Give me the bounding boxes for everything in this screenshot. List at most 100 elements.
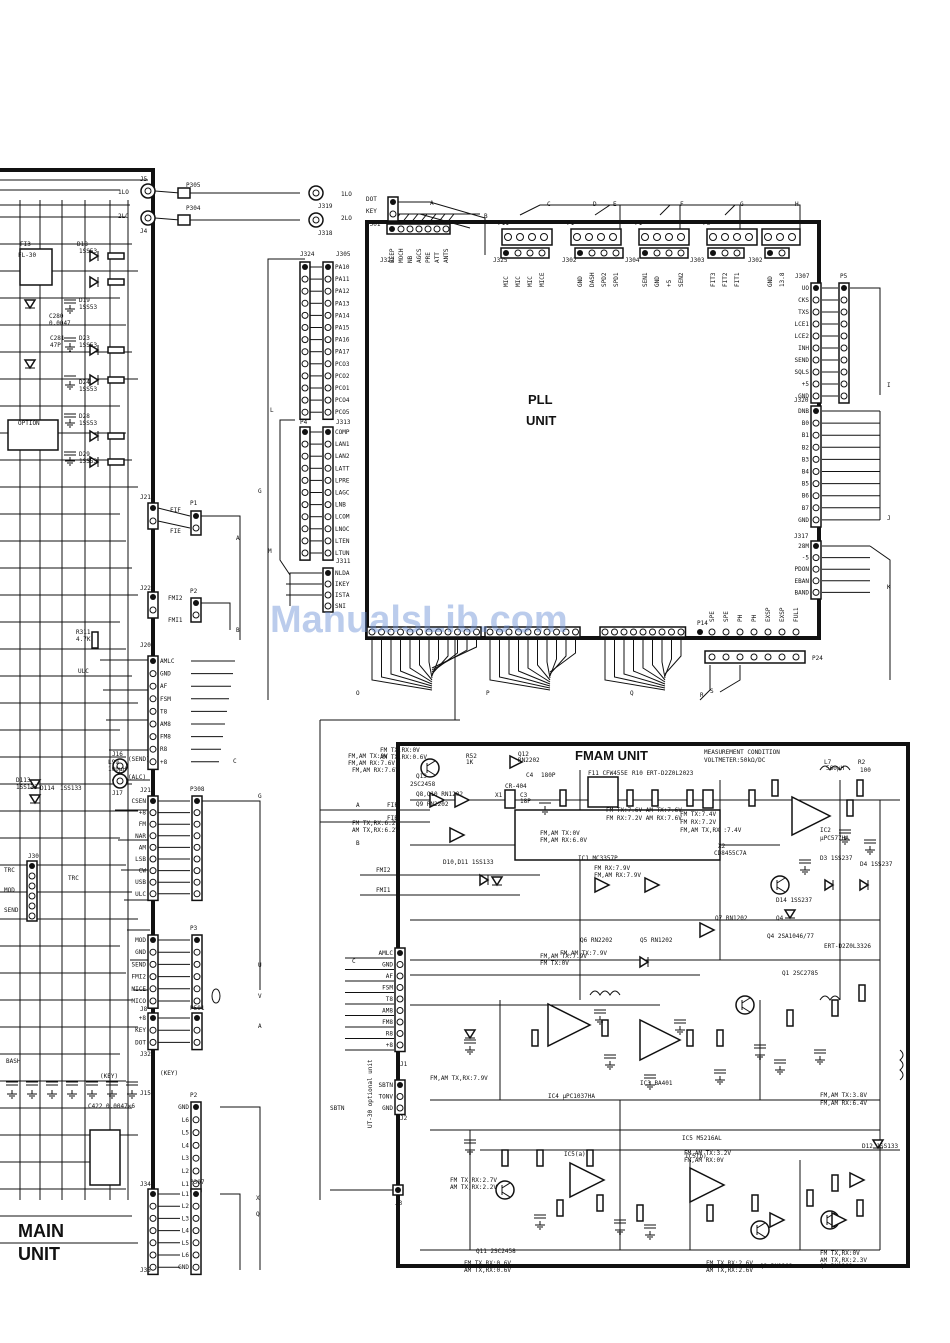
p307-pin-label: L2: [182, 1203, 190, 1210]
j322-pin: [415, 225, 423, 233]
fmam-j2-pin: [396, 1104, 404, 1112]
j313-pin-label: LPRE: [335, 477, 350, 484]
fmam-j1-pin-label: FSM: [382, 985, 393, 992]
signal-label: EXSP: [779, 607, 786, 622]
j501-body: [387, 196, 399, 222]
p3-pin: [193, 948, 201, 956]
j308-pin-label: ULC: [135, 891, 146, 898]
j20-pin: [150, 658, 156, 664]
p307-pin: [193, 1191, 199, 1197]
j305-pin-label: PA17: [335, 349, 350, 356]
j-bot-c-pin: [601, 628, 609, 636]
diode: [463, 1029, 477, 1040]
connector-label: P4: [300, 419, 308, 426]
wire: [776, 886, 786, 893]
wiring: [0, 179, 900, 1270]
j320-pin-label: B2: [802, 444, 810, 451]
signal-label: FMI1: [376, 887, 391, 894]
wire: [426, 769, 436, 776]
p305-plug: [177, 187, 191, 199]
wire: [279, 419, 295, 576]
j-bot-a-pin: [368, 628, 376, 636]
signal-label: SBTN: [330, 1105, 345, 1112]
p1a-pin: [641, 233, 649, 241]
j22-body: [147, 591, 159, 619]
j3main-pin-label: SEND: [132, 961, 147, 968]
j311-pin-label: IKEY: [335, 581, 350, 588]
j-bot-a-pin: [387, 628, 395, 636]
j305-pin-label: PA12: [335, 288, 350, 295]
p5-pin: [840, 380, 848, 388]
diode: [23, 299, 37, 310]
main-component-label: D113: [16, 777, 31, 784]
p14-pin: [301, 476, 309, 484]
resistor: [626, 789, 634, 807]
connector-label: J325: [493, 257, 508, 264]
resistor: [531, 1029, 539, 1047]
p501-pin: [193, 1026, 201, 1034]
connector-label: J32: [140, 1051, 151, 1058]
wire: [220, 1106, 261, 1270]
voltage-annotation: FM,AM RX:6.4V: [820, 1100, 867, 1107]
wire: [200, 800, 261, 990]
fmam-j1-pin: [396, 1041, 404, 1049]
wire: [724, 204, 801, 230]
voltage-annotation: FM TX:7.4V: [680, 811, 717, 818]
transistor: [770, 875, 790, 895]
wire: [508, 637, 551, 687]
resistor: [858, 984, 866, 1002]
j-bot-a-pin: [473, 628, 480, 636]
main-component-label: 1SS53: [79, 248, 97, 255]
j307-pin-label: LCE2: [795, 333, 810, 340]
voltage-annotation: FM,AM TX:3.2V: [684, 1150, 731, 1157]
p2lower-pin: [192, 1129, 200, 1137]
j-bot-b-pin: [505, 628, 513, 636]
j305-pin: [324, 287, 332, 295]
connector-label: P501: [190, 1005, 205, 1012]
j325-pin-label: MIC: [503, 276, 510, 287]
wire: [428, 637, 433, 679]
p24-pin: [764, 653, 772, 661]
j317-pin: [812, 588, 820, 596]
p25-body: [501, 228, 553, 246]
j308-pin-label: FM: [139, 821, 147, 828]
signal-label: DOT: [366, 196, 377, 203]
j-bot-c-pin: [677, 628, 685, 636]
main-component-label: C280: [49, 313, 64, 320]
j20-pin-label: R8: [160, 746, 168, 753]
voltage-annotation: FM TX,RX:0V: [380, 747, 420, 754]
j305-pin-label: PCO3: [335, 361, 350, 368]
fmam-j1-pin: [396, 995, 404, 1003]
j302b-pin: [778, 249, 786, 257]
amplifier: [449, 826, 466, 844]
main-component-label: 1SS53: [79, 386, 97, 393]
p5-pin: [840, 320, 848, 328]
amplifier: [689, 1166, 726, 1204]
wire: [776, 877, 786, 884]
p14-pin: [301, 440, 309, 448]
p1b-pin: [733, 233, 741, 241]
j308-pin: [149, 867, 157, 875]
fmam-component-label: Q9 RN2202: [416, 801, 449, 808]
route-letter: P: [486, 690, 490, 697]
p307-pin: [192, 1214, 200, 1222]
connector-label: J313: [336, 419, 351, 426]
j307-pin: [812, 392, 820, 400]
voltmeter-spec: VOLTMETER:50kΩ/DC: [704, 757, 766, 764]
j302b-pin-label: 13.8: [779, 272, 786, 287]
j20-pin: [149, 682, 157, 690]
main-component-label: (SEND): [128, 756, 150, 763]
j308-pin: [150, 798, 156, 804]
p3-pin: [193, 985, 201, 993]
fmam-component-label: Q12: [518, 751, 529, 758]
p4-pin: [301, 384, 309, 392]
amplifier: [769, 1211, 786, 1229]
j304-pin: [677, 249, 685, 257]
j8-pin: [149, 1026, 157, 1034]
route-letter: D: [593, 201, 597, 208]
j320-pin: [812, 419, 820, 427]
p2lower-pin: [192, 1167, 200, 1175]
fmam-j1-pin-label: FM8: [382, 1019, 393, 1026]
option-block: [7, 419, 59, 451]
j-bot-a-pin: [454, 628, 461, 636]
